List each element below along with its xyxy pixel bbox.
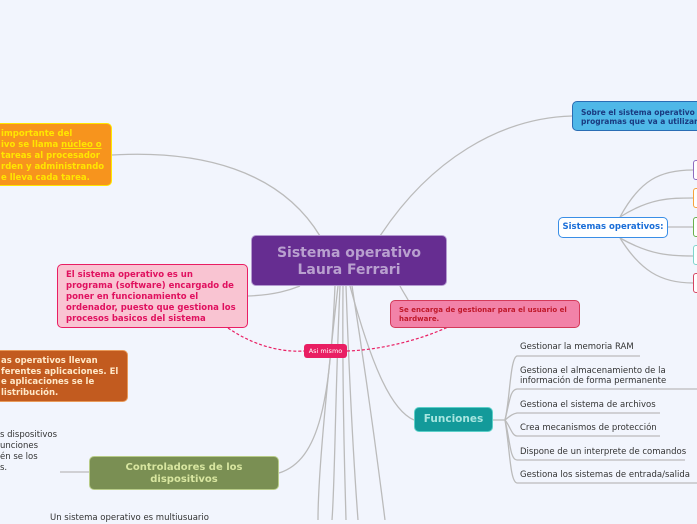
nucleo-line: rden y administrando <box>1 162 105 172</box>
asi-mismo-label: Asi mismo <box>308 347 343 355</box>
sobre-line: Sobre el sistema operativo s <box>581 108 697 117</box>
central-topic[interactable]: Sistema operativo Laura Ferrari <box>251 235 447 286</box>
definicion-topic[interactable]: El sistema operativo es un programa (sof… <box>57 264 248 328</box>
dispositivos-line: én se los <box>0 452 38 462</box>
sistema-operativo-child[interactable] <box>693 245 697 265</box>
sistema-operativo-child[interactable] <box>693 217 697 237</box>
funcion-item[interactable]: Dispone de un interprete de comandos <box>520 447 687 457</box>
dispositivos-line: s dispositivos <box>0 430 58 440</box>
sistema-operativo-child[interactable] <box>693 188 697 208</box>
distribucion-line: ferentes aplicaciones. El <box>1 366 119 377</box>
nucleo-link[interactable]: núcleo o <box>61 140 102 150</box>
funcion-item[interactable]: Gestionar la memoria RAM <box>520 342 634 352</box>
sistema-operativo-child[interactable] <box>693 160 697 180</box>
sistemas-operativos-topic[interactable]: Sistemas operativos: <box>558 217 668 238</box>
sobre-topic[interactable]: Sobre el sistema operativo s programas q… <box>572 101 697 131</box>
nucleo-line: importante del <box>1 129 73 139</box>
sobre-line: programas que va a utilizar <box>581 117 697 126</box>
hardware-text: Se encarga de gestionar para el usuario … <box>399 306 567 323</box>
funcion-item[interactable]: Crea mecanismos de protección <box>520 423 657 433</box>
funcion-item[interactable]: Gestiona el almacenamiento de la informa… <box>520 366 667 386</box>
funcion-item[interactable]: Gestiona los sistemas de entrada/salida <box>520 470 690 480</box>
funciones-topic[interactable]: Funciones <box>414 407 493 432</box>
asi-mismo-relation[interactable]: Asi mismo <box>304 344 347 358</box>
sistemas-operativos-label: Sistemas operativos: <box>562 222 664 232</box>
central-title-line1: Sistema operativo <box>276 245 422 261</box>
distribucion-line: e aplicaciones se le <box>1 377 95 387</box>
nucleo-topic[interactable]: importante del ivo se llama núcleo o tar… <box>0 123 112 186</box>
distribucion-line: as operativos llevan <box>1 356 98 366</box>
controladores-topic[interactable]: Controladores de los dispositivos <box>89 456 279 490</box>
dispositivos-text[interactable]: s dispositivos unciones én se los s. <box>0 430 57 474</box>
nucleo-line: ivo se llama <box>1 140 62 150</box>
controladores-label: Controladores de los dispositivos <box>125 462 243 485</box>
funciones-label: Funciones <box>423 413 484 425</box>
distribucion-topic[interactable]: as operativos llevan ferentes aplicacion… <box>0 350 128 402</box>
hardware-topic[interactable]: Se encarga de gestionar para el usuario … <box>390 300 580 328</box>
multiusuario-text[interactable]: Un sistema operativo es multiusuario <box>50 513 209 523</box>
distribucion-line: listribución. <box>1 387 59 398</box>
central-title-line2: Laura Ferrari <box>297 262 401 278</box>
nucleo-line: e lleva cada tarea. <box>1 173 90 183</box>
nucleo-line: tareas al procesador <box>1 151 100 161</box>
dispositivos-line: s. <box>0 463 8 473</box>
definicion-text: El sistema operativo es un programa (sof… <box>66 270 236 324</box>
sistema-operativo-child[interactable] <box>693 273 697 293</box>
funcion-item[interactable]: Gestiona el sistema de archivos <box>520 400 656 410</box>
dispositivos-line: unciones <box>0 441 39 451</box>
